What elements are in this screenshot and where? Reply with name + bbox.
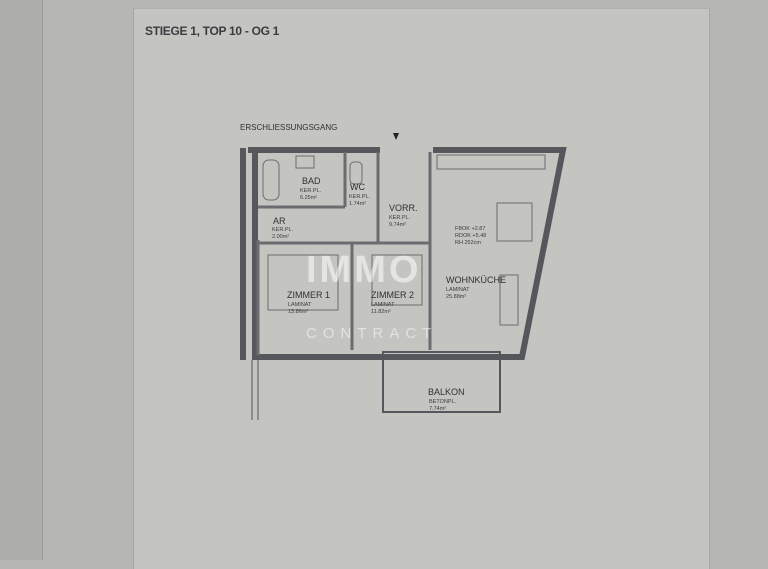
plan-title: STIEGE 1, TOP 10 - OG 1 (145, 24, 280, 38)
svg-text:BETONPL.: BETONPL. (429, 399, 457, 405)
svg-text:BAD: BAD (302, 176, 321, 186)
svg-text:25.88m²: 25.88m² (446, 294, 466, 300)
inner-walls (256, 152, 432, 355)
svg-text:LAMINAT: LAMINAT (288, 302, 312, 308)
walls (240, 147, 567, 360)
watermark-sub: CONTRACT (306, 325, 437, 342)
binder-edge (0, 0, 43, 560)
svg-text:FBOK +2.87: FBOK +2.87 (455, 226, 485, 232)
room-balkon: BALKON BETONPL.7.74m² (428, 387, 465, 412)
svg-text:9.74m²: 9.74m² (389, 222, 406, 228)
svg-text:11.82m²: 11.82m² (371, 309, 391, 315)
outer-wall (248, 147, 567, 360)
svg-text:LAMINAT: LAMINAT (371, 302, 395, 308)
svg-text:13.86m²: 13.86m² (288, 309, 308, 315)
svg-text:WC: WC (350, 182, 365, 192)
room-vorr: VORR. KER.PL.9.74m² (389, 203, 418, 228)
svg-text:KER.PL.: KER.PL. (389, 215, 411, 221)
svg-text:LAMINAT: LAMINAT (446, 287, 470, 293)
svg-text:7.74m²: 7.74m² (429, 406, 446, 412)
svg-text:AR: AR (273, 216, 286, 226)
entrance-arrow-icon (393, 133, 399, 140)
svg-text:6.25m²: 6.25m² (300, 195, 317, 201)
svg-text:ZIMMER 1: ZIMMER 1 (287, 290, 330, 300)
svg-text:KER.PL.: KER.PL. (300, 188, 322, 194)
svg-text:KER.PL.: KER.PL. (272, 227, 294, 233)
svg-text:WOHNKÜCHE: WOHNKÜCHE (446, 275, 506, 285)
svg-text:2.00m²: 2.00m² (272, 234, 289, 240)
svg-text:BALKON: BALKON (428, 387, 465, 397)
room-bad: BAD KER.PL.6.25m² (300, 176, 322, 201)
room-wc: WC KER.PL.1.74m² (349, 182, 371, 207)
watermark-logo: IMMO (306, 249, 421, 291)
corridor-label: ERSCHLIESSUNGSGANG (240, 123, 337, 132)
svg-text:RDOK +5.48: RDOK +5.48 (455, 233, 486, 239)
svg-text:RH 252cm: RH 252cm (455, 240, 481, 246)
balcony-outline (382, 351, 501, 413)
furniture (251, 154, 546, 420)
svg-text:VORR.: VORR. (389, 203, 418, 213)
svg-text:ZIMMER 2: ZIMMER 2 (371, 290, 414, 300)
svg-text:KER.PL.: KER.PL. (349, 194, 371, 200)
svg-text:1.74m²: 1.74m² (349, 201, 366, 207)
